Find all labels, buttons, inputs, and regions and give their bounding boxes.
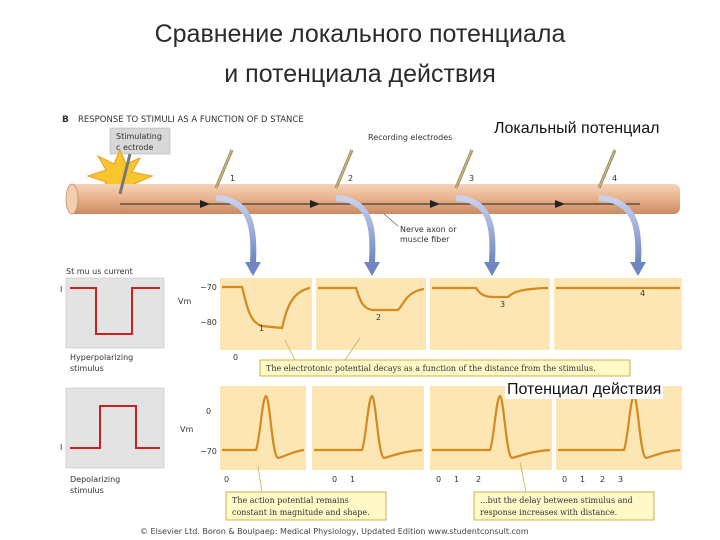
stim-electrode-label-2: c ectrode [116,143,153,152]
recording-electrodes-label: Recording electrodes [368,133,452,142]
axon-label-1: Nerve axon or [400,225,457,234]
top-panel-1 [220,278,312,350]
top-tick-0: 0 [233,353,238,362]
bottom-panel-4 [556,386,682,470]
top-tick-minus80: −80 [200,318,217,327]
axon-end [65,183,79,215]
top-panel-2 [316,278,426,350]
bt-p4-1: 1 [580,475,585,484]
top-tick-minus70: −70 [200,283,217,292]
label-action-potential: Потенциал действия [505,381,664,399]
bl-callout-leader [257,465,263,493]
electrode-number-4: 4 [612,174,617,183]
stim-electrode-label-1: Stimulating [116,132,162,141]
recording-electrode-3 [454,149,474,189]
bt-p1-0: 0 [224,475,229,484]
panel-letter: B [62,115,69,125]
br-callout-line2: response increases with distance. [480,508,617,517]
bl-callout-line1: The action potential remains [232,496,349,505]
bottom-axis-vm: Vm [180,425,193,434]
depol-stimulus-trace [70,405,160,449]
hyper-stimulus-trace [70,287,160,335]
bottom-right-callout-box [473,491,655,521]
bottom-panel-2 [312,386,424,470]
electrode-number-2: 2 [348,174,353,183]
conduction-arrow-3 [430,200,440,208]
top-trace-number-3: 3 [500,300,505,309]
arrow-to-trace-4 [598,195,646,276]
action-potential-3 [432,394,551,460]
recording-electrode-2 [334,149,354,189]
hyper-stimulus-label-2: stimulus [70,364,104,373]
figure-heading: RESPONSE TO STIMULI AS A FUNCTION OF D S… [78,115,304,125]
recording-electrode-4 [597,149,617,189]
stim-electrode [118,153,132,195]
electrode-number-3: 3 [469,174,474,183]
bt-p2-1: 1 [350,475,355,484]
conduction-arrow-1 [200,200,210,208]
slide-title-line2: и потенциала действия [224,60,496,88]
bottom-tick-0: 0 [206,407,211,416]
conduction-arrow-2 [310,200,320,208]
label-local-potential: Локальный потенциал [492,120,662,138]
bt-p4-2: 2 [600,475,605,484]
hyper-stimulus-label-1: Hyperpolarizing [70,353,133,362]
arrow-to-trace-3 [455,195,500,276]
hyper-stimulus-box [65,277,165,349]
top-trace-number-1: 1 [259,324,264,333]
copyright: © Elsevier Ltd. Boron & Boulpaep: Medica… [140,527,529,536]
top-callout-box [259,359,631,377]
electrode-number-1: 1 [230,174,235,183]
br-callout-leader [519,461,527,493]
bottom-left-callout-box [225,491,387,521]
top-callout-text: The electrotonic potential decays as a f… [266,364,596,373]
top-trace-number-2: 2 [376,313,381,322]
axon-label-2: muscle fiber [400,235,450,244]
electrotonic-trace-3 [432,286,549,299]
top-panel-4 [554,278,682,350]
action-potential-1 [222,394,305,460]
br-callout-line1: ...but the delay between stimulus and [480,496,633,505]
bottom-panel-3 [430,386,552,470]
depol-stimulus-label-1: Depolarizing [70,475,120,484]
stimulus-current-label: St mu us current [66,267,133,276]
depol-stimulus-label-2: stimulus [70,486,104,495]
top-trace-number-4: 4 [640,289,645,298]
bottom-tick-minus70: −70 [200,447,217,456]
axon [68,184,680,214]
depol-stimulus-box [65,387,165,469]
bt-p4-0: 0 [562,475,567,484]
top-axis-vm: Vm [178,297,191,306]
depol-axis-I: I [60,443,62,452]
arrow-to-trace-2 [335,195,380,276]
conduction-arrow-4 [555,200,565,208]
bottom-panel-1 [220,386,306,470]
arrow-to-trace-1 [215,195,261,276]
hyper-axis-I: I [60,285,62,294]
action-potential-4 [558,394,681,460]
bt-p2-0: 0 [332,475,337,484]
bt-p3-2: 2 [476,475,481,484]
electrotonic-trace-2 [318,286,425,312]
action-potential-2 [314,394,423,460]
bt-p3-1: 1 [454,475,459,484]
recording-electrode-1 [214,149,234,189]
top-callout-leader-2 [344,337,361,361]
axon-label-leader [383,213,399,227]
bl-callout-line2: constant in magnitude and shape. [232,508,370,517]
slide-title-line1: Сравнение локального потенциала [154,20,566,48]
top-callout-leader-1 [284,339,296,361]
bt-p3-0: 0 [436,475,441,484]
bt-p4-3: 3 [618,475,623,484]
electrotonic-trace-1 [222,285,311,330]
